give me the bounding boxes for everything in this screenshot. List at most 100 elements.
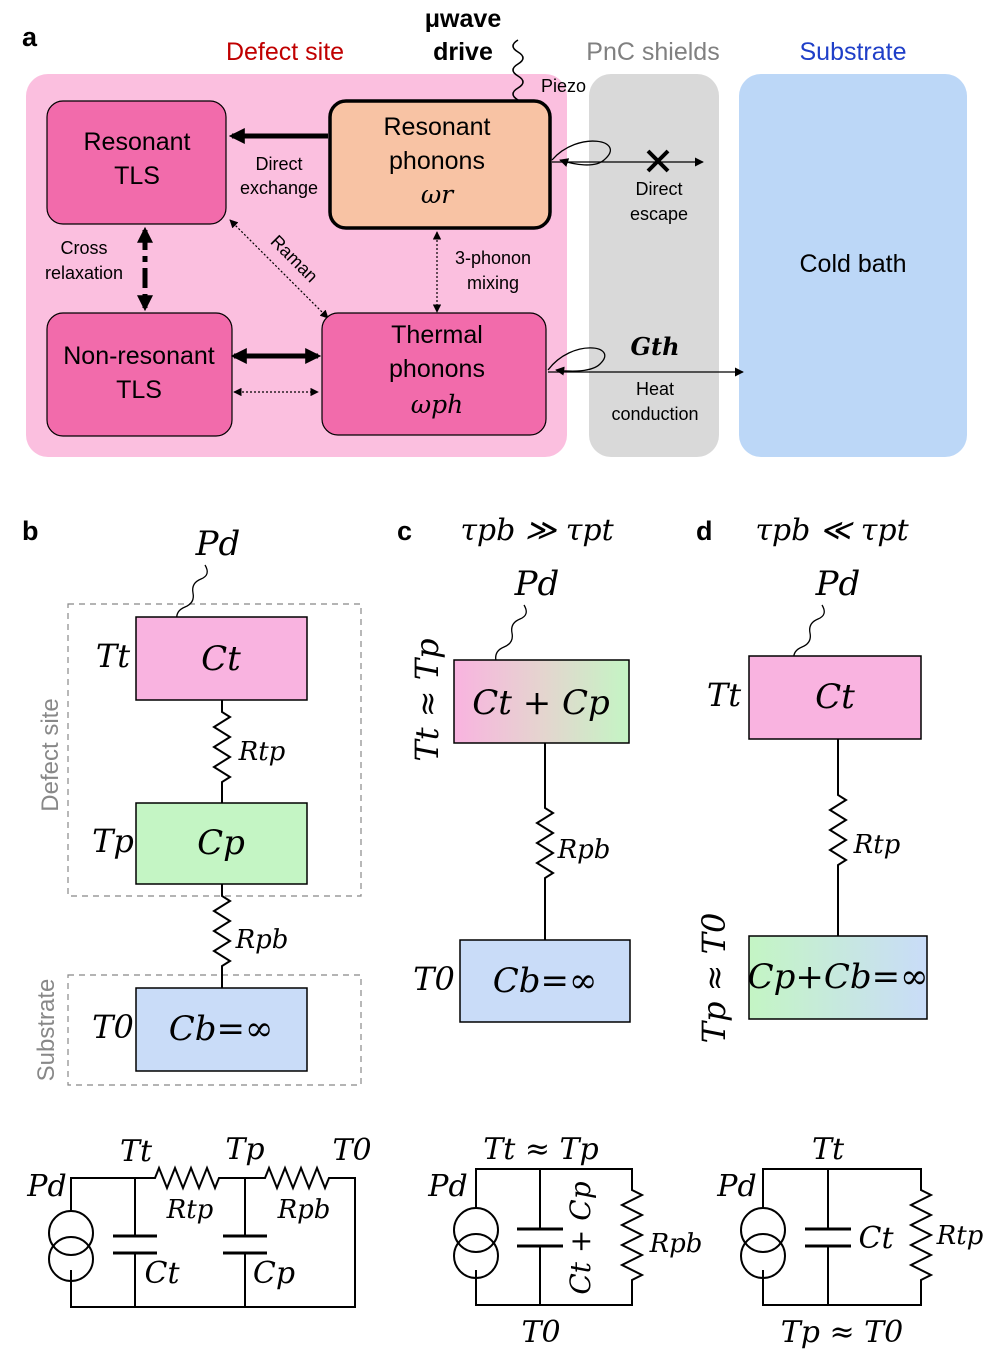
pd-label-c: Pd [514, 564, 560, 604]
defect-site-label: Defect site [226, 38, 344, 66]
substrate-region [739, 74, 967, 457]
circuit-b-ct: Ct [144, 1256, 180, 1291]
circuit-b: Pd Tt Tp T0 Rtp Rpb Ct Cp [26, 1132, 372, 1308]
substrate-frame [67, 974, 362, 1086]
omega-r-label: ωr [421, 180, 455, 209]
cp-box [135, 802, 308, 885]
current-source-icon-c [453, 1207, 499, 1279]
circuit-c: Tt ≈ Tp Pd Ct + Cp Rpb T0 [427, 1132, 702, 1350]
rtp-label: Rtp [238, 737, 286, 767]
circuit-c-bottom: T0 [521, 1315, 560, 1350]
cp-label: Cp [197, 823, 245, 863]
three-phonon-line2: mixing [467, 273, 519, 293]
circuit-b-tp: Tp [225, 1132, 264, 1167]
circuit-c-rpb: Rpb [649, 1229, 703, 1259]
rpb-label: Rpb [235, 925, 289, 955]
substrate-vertical-label: Substrate [33, 979, 60, 1082]
circuit-b-rpb: Rpb [277, 1195, 331, 1225]
circuit-c-ctcp: Ct + Cp [564, 1181, 597, 1294]
tt-label: Tt [96, 637, 130, 675]
resonant-tls-line1: Resonant [83, 128, 190, 156]
panel-d-label: d [696, 516, 713, 546]
pnc-shields-label: PnC shields [586, 38, 719, 66]
rpb-resistor [212, 884, 232, 988]
defect-site-frame [67, 603, 362, 897]
resonant-phonons-line2: phonons [389, 147, 485, 175]
nonresonant-tls-box [46, 312, 233, 437]
pd-label: Pd [195, 524, 241, 564]
thermal-self-loop [547, 347, 606, 376]
cb-label: Cb=∞ [169, 1009, 274, 1049]
ct-box-d [748, 655, 922, 740]
tp-label: Tp [92, 822, 134, 860]
condition-c: τpb ≫ τpt [460, 513, 614, 548]
circuit-d-wires [762, 1168, 934, 1306]
circuit-c-pd: Pd [427, 1169, 467, 1204]
thermal-phonons-box [321, 312, 547, 436]
panel-d: d τpb ≪ τpt Pd Ct Tt Rtp Cp+Cb=∞ Tp ≈ T0 [695, 513, 928, 1043]
panel-b-label: b [22, 516, 39, 546]
t0-label-c: T0 [413, 960, 455, 998]
cb-box [135, 987, 308, 1072]
circuit-b-t0: T0 [332, 1133, 371, 1168]
t0-label: T0 [92, 1008, 134, 1046]
three-phonon-line1: 3-phonon [455, 248, 531, 268]
resonant-phonons-line1: Resonant [383, 113, 490, 141]
rpb-label-c: Rpb [557, 835, 611, 865]
nonresonant-tls-line2: TLS [116, 376, 162, 404]
ct-box [135, 616, 308, 701]
tt-approx-tp-label: Tt ≈ Tp [408, 638, 446, 761]
cross-relaxation-line1: Cross [60, 238, 107, 258]
pnc-shields-region [589, 74, 719, 457]
uwave-label: μwave [425, 5, 502, 33]
current-source-icon-d [740, 1207, 786, 1279]
cb-label-c: Cb=∞ [493, 961, 598, 1001]
ct-label: Ct [201, 639, 241, 679]
piezo-label: Piezo [541, 76, 586, 96]
ctcp-label: Ct + Cp [472, 683, 610, 723]
direct-exchange-line1: Direct [255, 154, 302, 174]
resonant-phonons-box [328, 99, 552, 230]
circuit-d: Tt Pd Ct Rtp Tp ≈ T0 [716, 1132, 983, 1350]
substrate-label: Substrate [799, 38, 906, 66]
rtp-label-d: Rtp [853, 830, 901, 860]
circuit-c-top: Tt ≈ Tp [483, 1132, 599, 1167]
circuit-d-bottom: Tp ≈ T0 [781, 1315, 904, 1350]
direct-escape-line1: Direct [635, 179, 682, 199]
pd-label-d: Pd [815, 564, 861, 604]
resonant-self-loop [551, 140, 611, 167]
circuit-d-top: Tt [812, 1132, 845, 1167]
nonresonant-tls-line1: Non-resonant [63, 342, 215, 370]
tt-label-d: Tt [707, 676, 741, 714]
resonant-tls-box [46, 100, 227, 225]
defect-site-vertical-label: Defect site [37, 698, 64, 811]
panel-c: c τpb ≫ τpt Pd Ct + Cp Tt ≈ Tp Rpb Cb=∞ … [397, 513, 631, 1023]
circuit-b-cp: Cp [253, 1256, 295, 1291]
circuit-d-rtp: Rtp [936, 1221, 984, 1251]
heat-conduction-line1: Heat [636, 379, 674, 399]
cpcb-label: Cp+Cb=∞ [748, 957, 929, 997]
resonant-tls-line2: TLS [114, 162, 160, 190]
drive-label: drive [433, 38, 493, 66]
ctcp-box [453, 659, 630, 744]
panel-a: a Defect site PnC shields Substrate μwav… [22, 5, 967, 457]
panel-c-label: c [397, 516, 412, 546]
circuit-d-ct: Ct [858, 1221, 894, 1256]
circuit-d-pd: Pd [716, 1169, 756, 1204]
rtp-resistor [212, 700, 232, 803]
blocked-cross-icon [646, 149, 670, 173]
rpb-resistor-c [535, 743, 555, 940]
g-th-label: Gth [630, 332, 679, 361]
cross-relaxation-line2: relaxation [45, 263, 123, 283]
circuit-b-tt: Tt [120, 1134, 153, 1169]
tp-approx-t0-label: Tp ≈ T0 [695, 913, 733, 1044]
cb-box-c [459, 939, 631, 1023]
circuit-c-wires [475, 1168, 645, 1306]
circuit-b-pd: Pd [26, 1169, 66, 1204]
omega-ph-label: ωph [411, 390, 464, 419]
thermal-phonons-line1: Thermal [391, 321, 483, 349]
raman-arrow [229, 219, 329, 319]
rtp-resistor-d [828, 739, 848, 936]
direct-escape-line2: escape [630, 204, 688, 224]
